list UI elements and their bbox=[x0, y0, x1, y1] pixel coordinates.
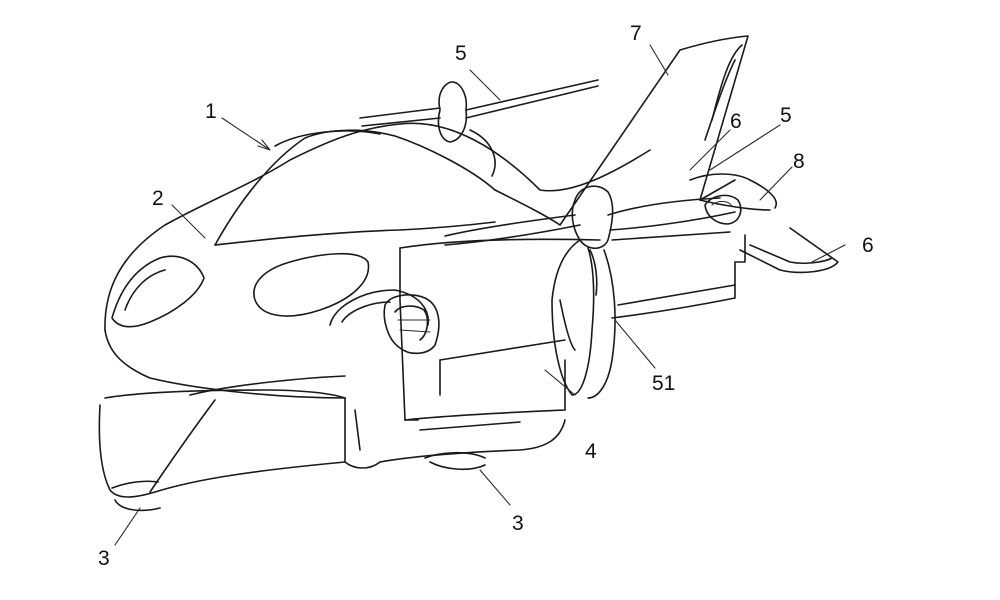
label-3-rear: 3 bbox=[512, 512, 524, 535]
label-5-top: 5 bbox=[455, 42, 467, 65]
label-51: 51 bbox=[652, 372, 675, 395]
tail-fin bbox=[559, 35, 749, 226]
fuselage bbox=[98, 122, 651, 498]
label-6-lower: 6 bbox=[862, 234, 874, 257]
label-7: 7 bbox=[630, 22, 642, 45]
wheels bbox=[114, 451, 486, 512]
leader-lines bbox=[114, 44, 846, 546]
label-1: 1 bbox=[205, 100, 217, 123]
label-8: 8 bbox=[793, 150, 805, 173]
label-2: 2 bbox=[152, 187, 164, 210]
label-5-right: 5 bbox=[780, 104, 792, 127]
right-body bbox=[611, 234, 746, 319]
rear-top-propeller bbox=[359, 79, 599, 177]
tail-stabilizer bbox=[689, 173, 839, 274]
side-module bbox=[344, 238, 601, 469]
label-6-upper: 6 bbox=[730, 110, 742, 133]
side-propeller bbox=[444, 185, 736, 399]
label-4: 4 bbox=[585, 440, 597, 463]
label-3-front: 3 bbox=[98, 547, 110, 570]
